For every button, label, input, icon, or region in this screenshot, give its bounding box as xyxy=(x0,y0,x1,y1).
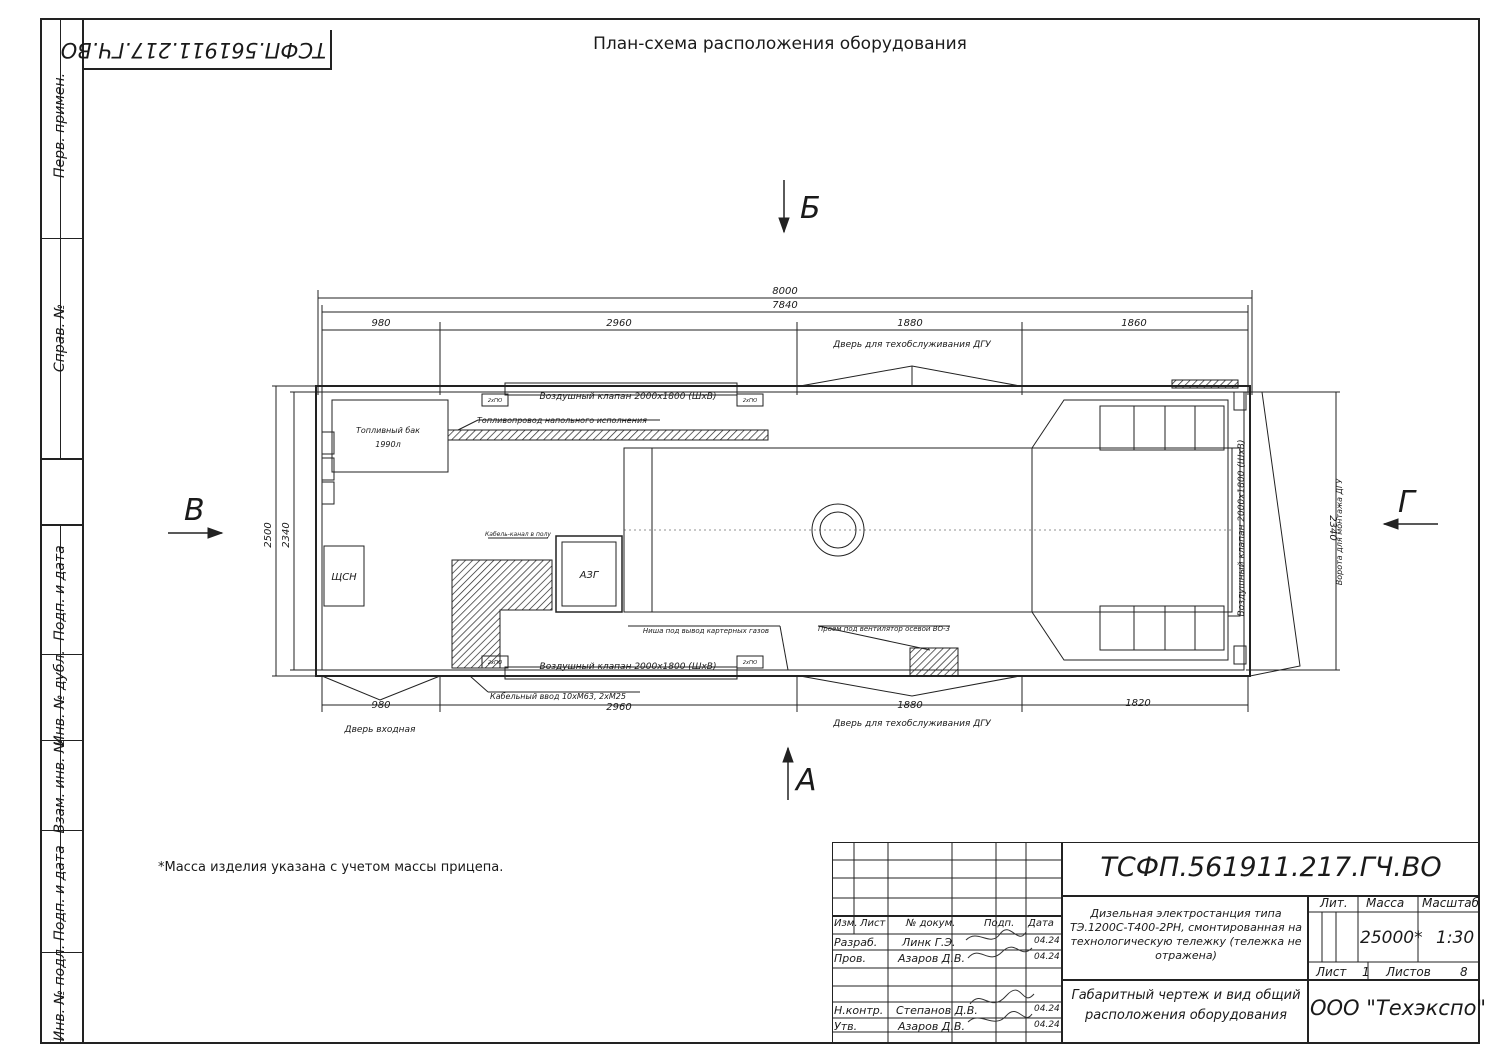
air-valve-right xyxy=(1227,447,1241,617)
door-service-top-swing xyxy=(799,365,1021,387)
tb-date-razrab: 04.24 xyxy=(1034,936,1060,946)
signatures xyxy=(965,929,1035,1023)
label-air-valve-bottom: Воздушный клапан 2000х1800 (ШхВ) xyxy=(540,662,717,672)
label-fuel-tank-volume: 1990л xyxy=(375,440,400,449)
dim-height-inner-label: 2340 xyxy=(281,522,292,547)
strip-inv-podl: Инв. № подл. xyxy=(52,944,68,1042)
dim-top-3: 1880 xyxy=(897,318,922,329)
dim-top-4: 1860 xyxy=(1121,318,1146,329)
exhaust-flange xyxy=(811,503,865,557)
dim-inner: 7840 xyxy=(772,300,797,311)
tb-mass-header: Масса xyxy=(1366,896,1405,910)
avr-cabinet xyxy=(555,535,623,613)
air-valve-top xyxy=(504,382,738,396)
corner-code-box xyxy=(84,30,332,70)
tb-product-name: Дизельная электростанция типа ТЭ.1200С-Т… xyxy=(1069,907,1303,962)
tb-scale-header: Масштаб xyxy=(1422,896,1480,910)
mass-note: *Масса изделия указана с учетом массы пр… xyxy=(158,860,504,875)
dim-overall: 8000 xyxy=(772,286,797,297)
view-marker-bottom: А xyxy=(794,763,817,798)
container-outer-wall xyxy=(315,385,1251,677)
radiator-fans-top xyxy=(1099,405,1225,451)
door-service-bottom-swing xyxy=(799,675,1021,697)
label-cable-channel: Кабель-канал в полу xyxy=(485,531,551,538)
tb-scale: 1:30 xyxy=(1436,928,1475,948)
dim-height-outer-label: 2500 xyxy=(263,522,274,547)
label-exhaust-niche: Ниша под вывод картерных газов xyxy=(643,627,769,635)
label-small-box-3: 2хГЮ xyxy=(488,660,503,666)
tb-mass: 25000* xyxy=(1360,928,1423,948)
tb-name-razrab: Линк Г.Э. xyxy=(902,936,956,949)
tb-sheets-total: 8 xyxy=(1460,965,1468,979)
dim-top-1: 980 xyxy=(371,318,390,329)
label-door-service-bottom: Дверь для техобслуживания ДГУ xyxy=(832,719,991,729)
fan-opening xyxy=(909,647,959,677)
floor-plan-drawing: 8000 7840 980 2960 1880 1860 980 2960 18… xyxy=(168,180,1438,800)
tb-date-nkontr: 04.24 xyxy=(1034,1004,1060,1014)
tb-name-prov: Азаров Д.В. xyxy=(898,952,965,965)
tb-name-nkontr: Степанов Д.В. xyxy=(896,1004,978,1017)
tb-date-prov: 04.24 xyxy=(1034,952,1060,962)
label-door-service-top: Дверь для техобслуживания ДГУ xyxy=(832,340,991,350)
tb-doc-name: Габаритный чертеж и вид общий расположен… xyxy=(1071,988,1301,1023)
tb-sheet-label: Лист xyxy=(1316,965,1347,979)
label-gate: Ворота для монтажа ДГУ xyxy=(1335,478,1344,586)
cable-channel xyxy=(451,559,553,669)
tb-row-prov: Пров. xyxy=(834,952,866,965)
title-block-grid xyxy=(832,842,1480,1044)
left-binding-strip xyxy=(40,18,84,1044)
view-marker-top: Б xyxy=(800,191,821,226)
label-small-box-1: 2хГЮ xyxy=(488,398,503,404)
door-entry-swing xyxy=(321,675,441,701)
dim-bottom-2: 2960 xyxy=(606,702,631,713)
label-air-valve-right: Воздушный клапан 2000х1800 (ШхВ) xyxy=(1237,440,1247,617)
tb-date-utv: 04.24 xyxy=(1034,1020,1060,1030)
dim-bottom-3: 1880 xyxy=(897,700,922,711)
label-door-entry: Дверь входная xyxy=(344,725,417,735)
gate-swing xyxy=(1249,391,1301,677)
air-valve-bottom xyxy=(504,666,738,680)
page-title: План-схема расположения оборудования xyxy=(593,34,967,54)
dim-bottom-4: 1820 xyxy=(1125,698,1150,709)
tb-row-razrab: Разраб. xyxy=(834,936,878,949)
label-avr: АЗГ xyxy=(579,570,600,581)
tb-row-utv: Утв. xyxy=(834,1020,858,1033)
tb-col-docum: № докум. xyxy=(906,918,956,929)
label-fan-opening: Проем под вентилятор осевой ВО-3 xyxy=(818,625,950,633)
label-air-valve-top: Воздушный клапан 2000х1800 (ШхВ) xyxy=(540,392,717,402)
tb-lit-header: Лит. xyxy=(1320,896,1348,910)
fuel-tank xyxy=(331,399,449,473)
dim-height-right-label: 2340 xyxy=(1327,515,1338,540)
tb-col-list: Лист xyxy=(860,918,886,929)
shsn-cabinet xyxy=(323,545,365,607)
label-small-box-4: 2хГЮ xyxy=(743,660,758,666)
tb-doc-code: ТСФП.561911.217.ГЧ.ВО xyxy=(1100,852,1442,883)
label-shsn: ЩСН xyxy=(331,572,357,583)
fuel-line xyxy=(447,429,769,441)
tb-sheets-label: Листов xyxy=(1386,965,1431,979)
dim-top-2: 2960 xyxy=(606,318,631,329)
tb-col-podp: Подп. xyxy=(984,918,1015,929)
view-marker-right: Г xyxy=(1398,485,1417,520)
label-fuel-tank: Топливный бак xyxy=(356,426,420,435)
tb-row-nkontr: Н.контр. xyxy=(834,1004,884,1017)
view-marker-left: В xyxy=(184,493,205,528)
label-small-box-2: 2хГЮ xyxy=(743,398,758,404)
left-strip-lines xyxy=(40,18,84,1044)
radiator-fans-bottom xyxy=(1099,605,1225,651)
dim-bottom-1: 980 xyxy=(371,700,390,711)
tb-name-utv: Азаров Д.В. xyxy=(898,1020,965,1033)
container-inner-wall xyxy=(321,391,1245,671)
label-cable-entry: Кабельный ввод 10хМ63, 2хМ25 xyxy=(490,692,626,701)
drawing-frame xyxy=(40,18,1480,1044)
tb-company: ООО "Техэкспо" xyxy=(1310,996,1487,1020)
tb-sheet-no: 1 xyxy=(1362,965,1370,979)
tb-col-data: Дата xyxy=(1028,918,1054,929)
label-fuel-line: Топливопровод напольного исполнения xyxy=(477,416,647,425)
tb-col-izm: Изм. xyxy=(834,918,858,929)
